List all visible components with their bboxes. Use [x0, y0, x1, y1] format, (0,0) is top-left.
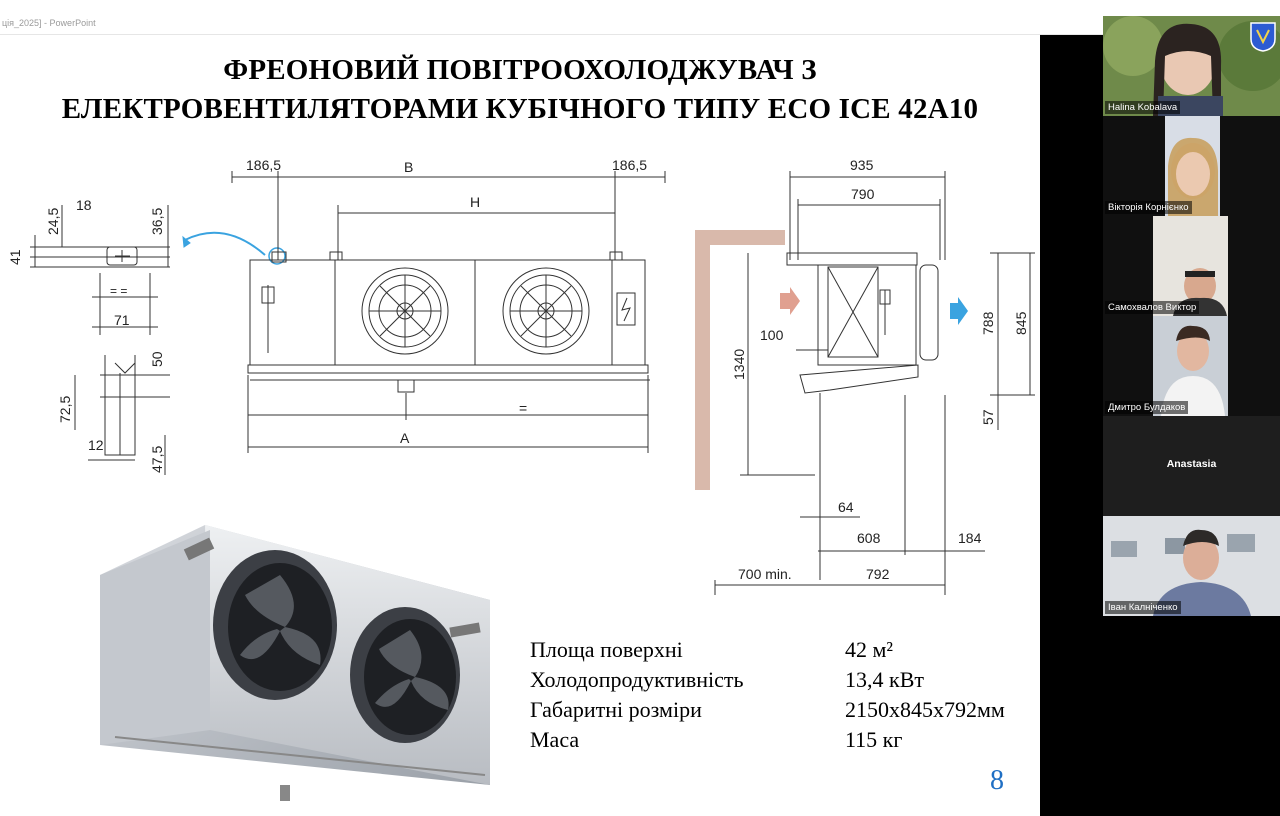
dim-front-3: 186,5: [612, 157, 647, 173]
video-feed: [1153, 316, 1228, 416]
front-view-drawing: [231, 171, 666, 453]
dim-side-1: 935: [850, 157, 874, 173]
spec-row: Холодопродуктивність 13,4 кВт: [530, 667, 1030, 697]
participant-name: Вікторія Корнієнко: [1105, 201, 1192, 214]
slide-title-line-2: ЕЛЕКТРОВЕНТИЛЯТОРАМИ КУБІЧНОГО ТИПУ ECO …: [61, 93, 979, 125]
dim-side-5: 788: [980, 311, 996, 335]
dim-side-8: 64: [838, 499, 854, 515]
spec-row: Габаритні розміри 2150x845x792мм: [530, 697, 1030, 727]
detail-top-drawing: [30, 205, 170, 335]
participant-tile[interactable]: Іван Калніченко: [1103, 516, 1280, 616]
dim-side-10: 184: [958, 530, 982, 546]
dim-side-6: 845: [1013, 311, 1029, 335]
product-photo: [100, 525, 490, 801]
airflow-in-arrow: [780, 287, 800, 315]
university-logo-icon: [1250, 22, 1276, 52]
video-feed: [1153, 216, 1228, 316]
spec-value: 2150x845x792мм: [845, 697, 1005, 722]
detail-pointer-arrow: [184, 231, 266, 256]
dim-detail-bottom-3: 12: [88, 437, 104, 453]
participant-tile[interactable]: Самохвалов Виктор: [1103, 216, 1280, 316]
dim-detail-bottom-1: 50: [149, 351, 165, 367]
wall-shape: [695, 230, 785, 490]
dim-front-4: H: [470, 194, 480, 210]
slide: ФРЕОНОВИЙ ПОВІТРООХОЛОДЖУВАЧ З ЕЛЕКТРОВЕ…: [0, 35, 1040, 816]
dim-detail-top-6: 71: [114, 312, 130, 328]
specs-table: Площа поверхні 42 м² Холодопродуктивніст…: [530, 637, 1030, 757]
dim-front-5: =: [519, 400, 527, 416]
participant-name: Halina Kobalava: [1105, 101, 1181, 114]
participant-name: Anastasia: [1166, 458, 1217, 470]
detail-bottom-drawing: [74, 355, 170, 475]
dim-detail-top-3: 36,5: [149, 208, 165, 235]
dim-side-4: 1340: [731, 349, 747, 380]
participants-panel: Halina Kobalava Вікторія Корнієнко Самох…: [1040, 16, 1280, 816]
dim-detail-top-1: 18: [76, 197, 92, 213]
dim-side-12: 792: [866, 566, 890, 582]
participant-tile[interactable]: Вікторія Корнієнко: [1103, 116, 1280, 216]
dim-front-6: A: [400, 430, 410, 446]
spec-row: Маса 115 кг: [530, 727, 1030, 757]
title-bar: ція_2025] - PowerPoint: [0, 0, 1280, 35]
dim-detail-top-4: 41: [7, 249, 23, 265]
dim-side-2: 790: [851, 186, 875, 202]
participant-tile[interactable]: Anastasia: [1103, 416, 1280, 516]
dim-side-11: 700 min.: [738, 566, 792, 582]
slide-title-line-1: ФРЕОНОВИЙ ПОВІТРООХОЛОДЖУВАЧ З: [223, 54, 817, 86]
window-title: ція_2025] - PowerPoint: [2, 18, 96, 28]
dim-front-1: 186,5: [246, 157, 281, 173]
dim-detail-top-5: = =: [110, 284, 127, 298]
participant-tile[interactable]: Halina Kobalava: [1103, 16, 1280, 116]
video-feed: [1103, 516, 1280, 616]
dim-detail-top-2: 24,5: [45, 208, 61, 235]
spec-row: Площа поверхні 42 м²: [530, 637, 1030, 667]
spec-label: Маса: [530, 727, 580, 752]
dim-side-3: 100: [760, 327, 784, 343]
spec-label: Габаритні розміри: [530, 697, 702, 722]
spec-value: 13,4 кВт: [845, 667, 924, 692]
technical-drawing: 186,5 B 186,5 H = A 18 24,5 36,5 41 = = …: [7, 157, 1035, 595]
slide-page-number: 8: [990, 765, 1004, 796]
participant-name: Самохвалов Виктор: [1105, 301, 1200, 314]
slide-title: ФРЕОНОВИЙ ПОВІТРООХОЛОДЖУВАЧ З ЕЛЕКТРОВЕ…: [10, 51, 1030, 129]
dim-side-7: 57: [980, 409, 996, 425]
side-view-drawing: [714, 171, 1035, 595]
spec-label: Площа поверхні: [530, 637, 683, 662]
participant-name: Іван Калніченко: [1105, 601, 1181, 614]
dim-detail-bottom-2: 72,5: [57, 396, 73, 423]
spec-value: 115 кг: [845, 727, 903, 752]
airflow-out-arrow: [950, 297, 968, 325]
spec-value: 42 м²: [845, 637, 894, 662]
participant-name: Дмитро Булдаков: [1105, 401, 1189, 414]
dim-front-2: B: [404, 159, 413, 175]
dim-detail-bottom-4: 47,5: [149, 446, 165, 473]
spec-label: Холодопродуктивність: [530, 667, 744, 692]
video-feed: [1165, 116, 1220, 216]
participant-tile[interactable]: Дмитро Булдаков: [1103, 316, 1280, 416]
dim-side-9: 608: [857, 530, 881, 546]
